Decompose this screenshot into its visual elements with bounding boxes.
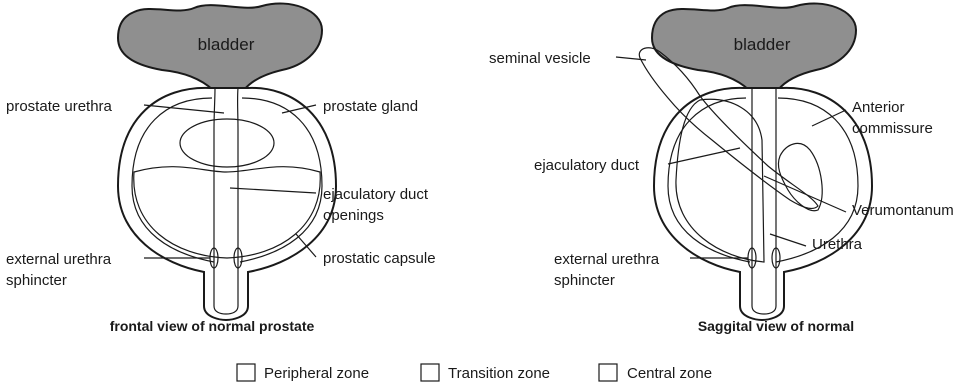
sagittal-seminal-vesicle-label: seminal vesicle <box>489 50 591 67</box>
frontal-ejaculatory-label-1: ejaculatory duct <box>323 186 429 203</box>
sagittal-sphincter-label-1: external urethra <box>554 251 660 268</box>
sagittal-ejaculatory-label: ejaculatory duct <box>534 157 640 174</box>
legend: Peripheral zone Transition zone Central … <box>237 364 712 382</box>
frontal-ejaculatory-label-2: openings <box>323 207 384 224</box>
legend-swatch-central <box>599 364 617 381</box>
frontal-sphincter-label-2: sphincter <box>6 272 67 289</box>
sagittal-anterior-label-1: Anterior <box>852 99 905 116</box>
legend-swatch-peripheral <box>237 364 255 381</box>
frontal-prostate-urethra-label: prostate urethra <box>6 98 113 115</box>
sagittal-anterior-label-2: commissure <box>852 120 933 137</box>
legend-label-peripheral: Peripheral zone <box>264 365 369 382</box>
frontal-prostate-gland-label: prostate gland <box>323 98 418 115</box>
legend-swatch-transition <box>421 364 439 381</box>
sagittal-verumontanum-label: Verumontanum <box>852 202 954 219</box>
frontal-sphincter-label-1: external urethra <box>6 251 112 268</box>
leader-seminal-vesicle <box>616 57 646 60</box>
frontal-prostatic-capsule-outer <box>118 88 336 320</box>
legend-label-central: Central zone <box>627 365 712 382</box>
sagittal-bladder-label: bladder <box>734 35 791 54</box>
frontal-caption: frontal view of normal prostate <box>110 318 315 334</box>
sagittal-sphincter-label-2: sphincter <box>554 272 615 289</box>
legend-label-transition: Transition zone <box>448 365 550 382</box>
sagittal-view: bladder seminal vesicle Anterior commiss… <box>489 3 954 334</box>
sagittal-urethra-label: Urethra <box>812 236 863 253</box>
frontal-view: bladder prostate urethra prostate gland … <box>6 3 436 334</box>
sagittal-caption: Saggital view of normal <box>698 318 854 334</box>
frontal-bladder-label: bladder <box>198 35 255 54</box>
frontal-capsule-label: prostatic capsule <box>323 250 436 267</box>
